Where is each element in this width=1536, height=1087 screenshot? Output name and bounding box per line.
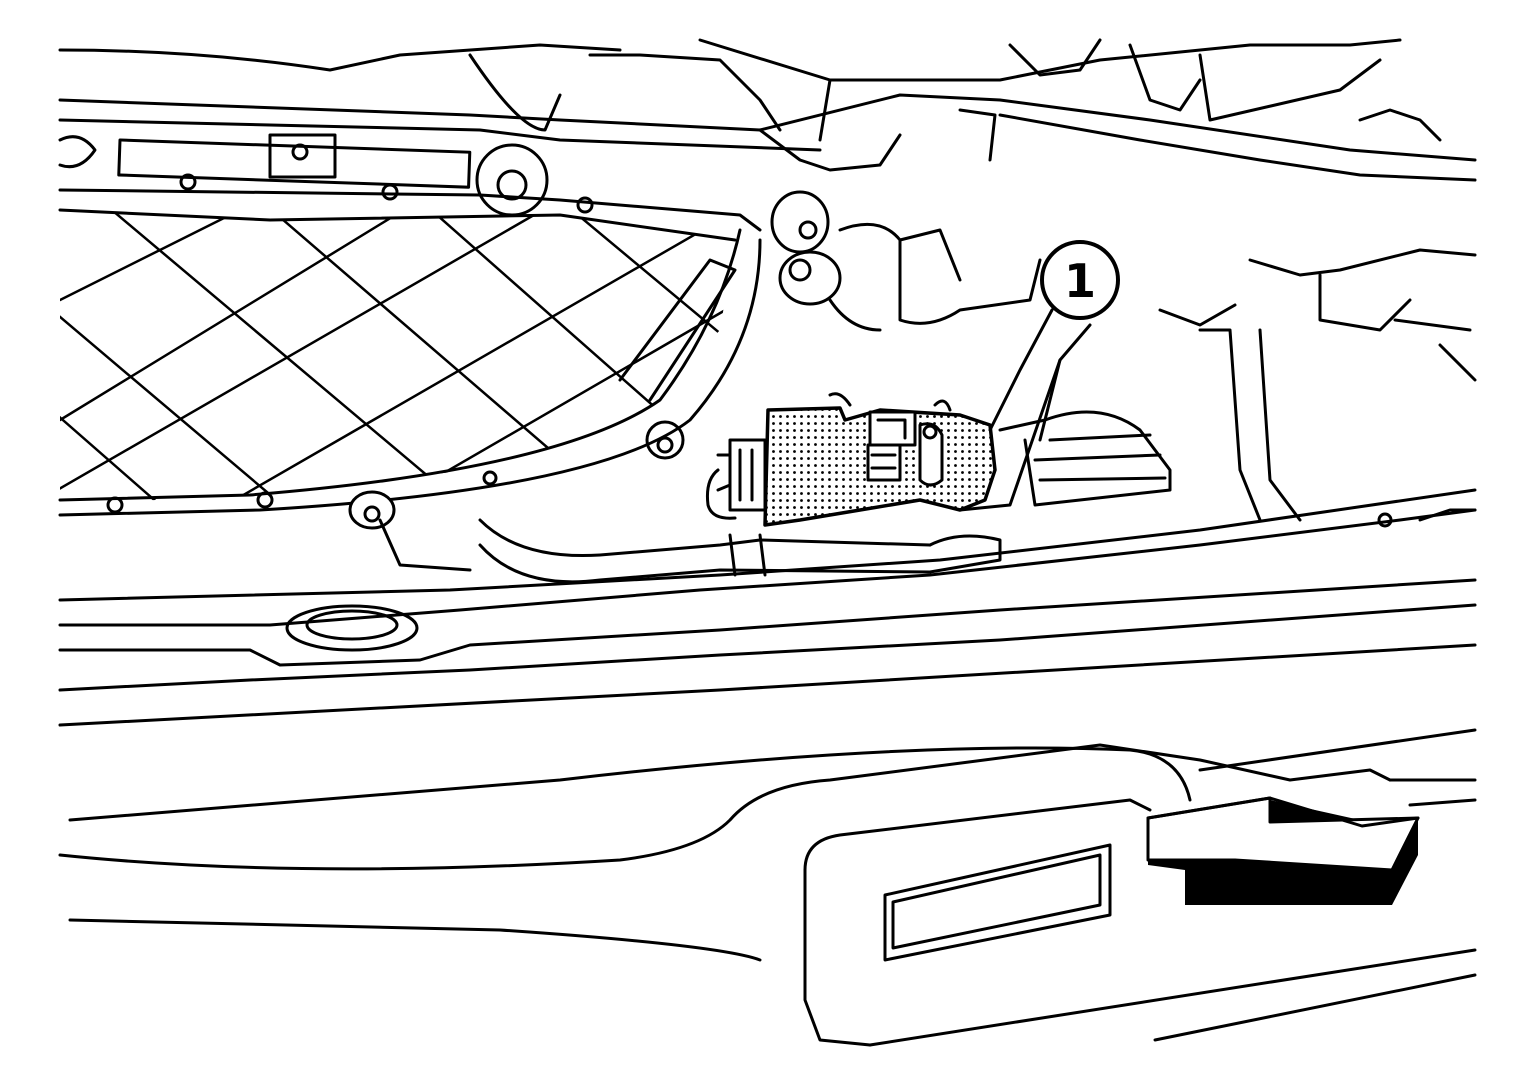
curved-tube — [58, 228, 762, 530]
highlighted-connector — [706, 392, 997, 527]
upper-frame — [58, 38, 1477, 382]
lower-bumper — [58, 728, 1477, 1047]
floor-mesh — [60, 210, 735, 505]
mount-bushings — [770, 190, 1042, 332]
lower-structure — [378, 323, 1302, 584]
callout-leader-line — [988, 308, 1054, 432]
callout-label-1: 1 — [1064, 254, 1096, 308]
body-panels — [58, 488, 1477, 727]
callout-circle-icon: 1 — [1040, 240, 1120, 320]
mesh-top-edge — [58, 208, 737, 242]
direction-arrow-icon — [1146, 796, 1420, 905]
rail-slot-features — [58, 133, 594, 217]
